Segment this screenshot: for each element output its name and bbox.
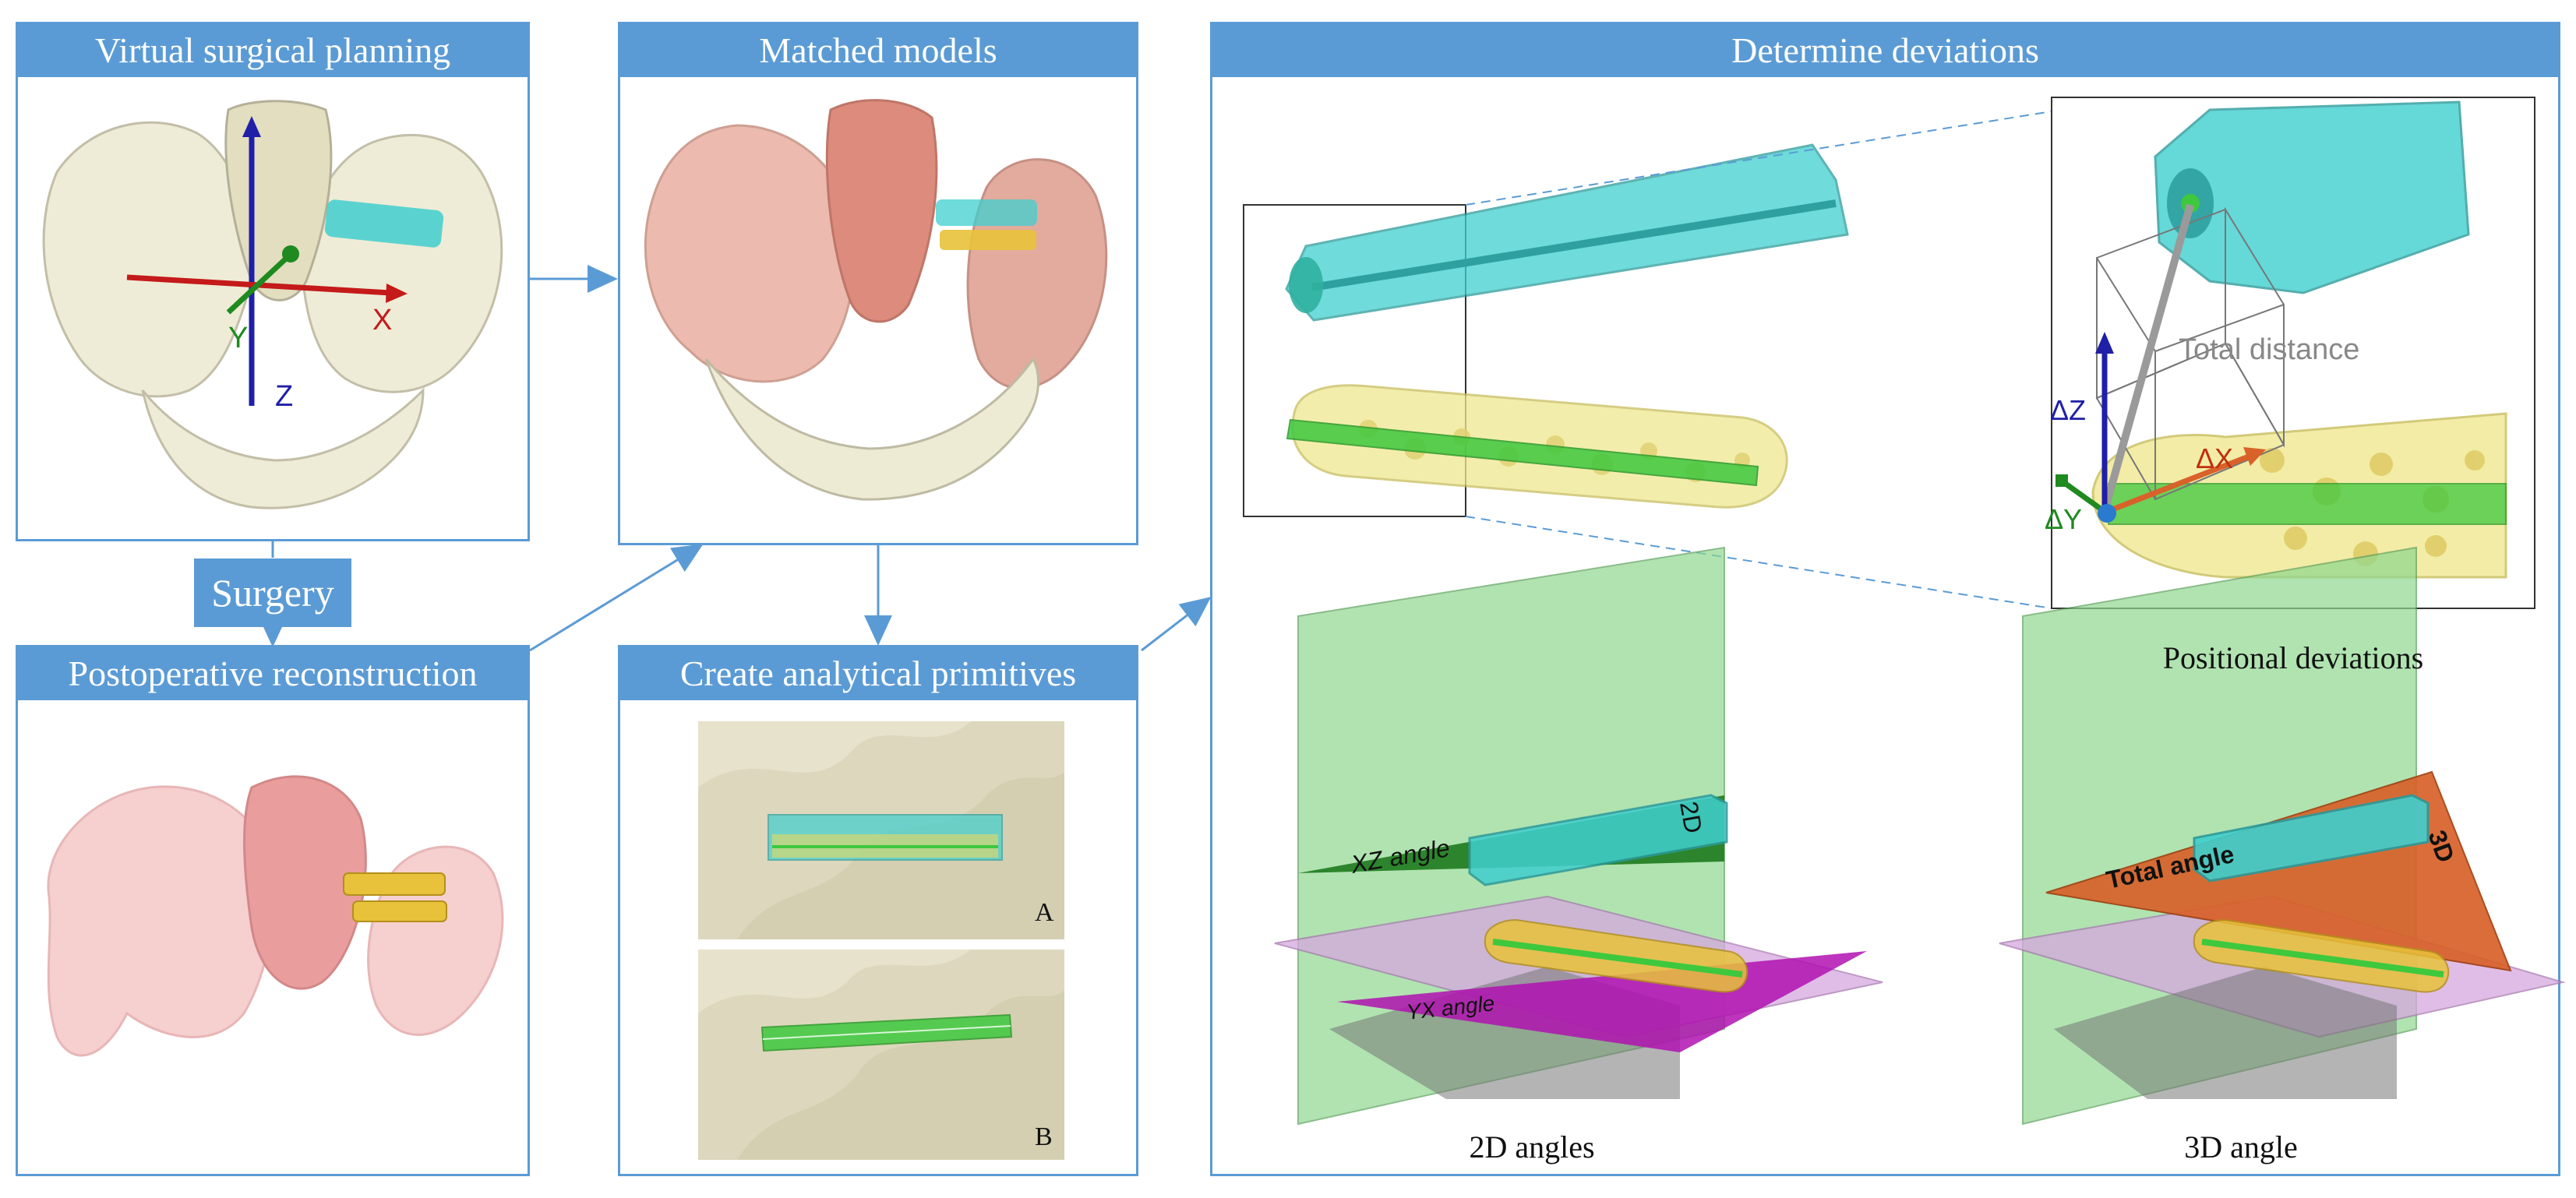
panel-title: Create analytical primitives: [620, 647, 1136, 700]
arrow-postop-to-matched: [529, 544, 704, 652]
total-distance-label: Total distance: [2179, 333, 2359, 366]
deviations-illustration: Total distance ΔZ ΔX ΔY XZ angle 2D YX a…: [1243, 97, 2566, 1126]
delta-x-label: ΔX: [2196, 442, 2233, 474]
delta-x-arrowhead: [2243, 447, 2266, 466]
axis-y-label: Y: [228, 322, 248, 354]
delta-x-line: [2107, 453, 2250, 514]
overview-planned-end: [1289, 257, 1323, 313]
matched-sacrum: [825, 99, 938, 323]
primitive-b-axis: [762, 1025, 1011, 1040]
panel-title: Determine deviations: [1212, 24, 2558, 77]
overview-planned-axis: [1311, 199, 1837, 291]
delta-z-arrowhead: [2095, 332, 2114, 354]
panel-virtual-surgical-planning: Virtual surgical planning X Y Z: [16, 22, 530, 541]
delta-z-label: ΔZ: [2050, 394, 2086, 426]
zoom-source-box: [1243, 204, 1466, 517]
axis-z-label: Z: [275, 380, 293, 413]
caption-2d-angles: 2D angles: [1469, 1129, 1595, 1165]
axis-x-arrowhead: [386, 284, 408, 303]
postop-pelvis-left: [47, 785, 275, 1057]
matched-pelvis-right: [966, 158, 1108, 389]
axis-y-tip: [282, 245, 299, 263]
overview-actual-axis: [1286, 418, 1759, 487]
panel-title: Postoperative reconstruction: [18, 647, 528, 700]
3d-planned-implant: [2193, 794, 2430, 883]
3d-actual-axis: [2201, 939, 2444, 978]
pelvis-matched-illustration: [644, 99, 1108, 501]
primitives-illustration: [698, 721, 1064, 1160]
matched-pelvis-left: [644, 124, 856, 383]
matched-pelvis-lower: [704, 357, 1040, 501]
pelvis-planning-illustration: X Y Z: [42, 100, 503, 509]
axis-x-label: X: [372, 304, 392, 336]
panel-determine-deviations: Determine deviations: [1210, 22, 2566, 1176]
postop-implant-upper: [343, 872, 446, 896]
2d-planned-implant: [1468, 794, 1728, 886]
planned-implant: [324, 199, 444, 248]
total-distance-line: [2101, 203, 2194, 513]
inset-planned-implant: [2154, 100, 2470, 294]
panel-title: Virtual surgical planning: [18, 24, 528, 77]
panel-matched-models: Matched models: [618, 22, 1138, 545]
matched-actual-implant: [940, 230, 1036, 250]
panel-postoperative-reconstruction: Postoperative reconstruction: [16, 645, 530, 1176]
postop-sacrum: [243, 775, 367, 990]
axis-y-line: [226, 255, 289, 315]
pelvis-right-wing: [301, 133, 503, 393]
panel-create-analytical-primitives: Create analytical primitives A B: [618, 645, 1138, 1176]
delta-y-tip: [2056, 474, 2068, 487]
sub-label-a: A: [1035, 898, 1054, 927]
inset-actual-center: [2098, 504, 2116, 523]
surgery-badge: Surgery: [194, 558, 351, 627]
zoom-leader-bottom: [1465, 516, 2052, 609]
matched-planned-implant: [936, 199, 1037, 226]
caption-3d-angle: 3D angle: [2184, 1129, 2298, 1165]
pelvis-postop-illustration: [47, 775, 504, 1057]
pelvis-left-wing: [42, 121, 255, 398]
2d-label: 2D: [1674, 799, 1708, 836]
2d-actual-axis: [1492, 939, 1743, 978]
axis-z-arrowhead: [242, 116, 261, 137]
pelvis-lower-ring: [141, 387, 425, 509]
delta-y-label: ΔY: [2045, 503, 2082, 535]
plane-3d-shadow: [2054, 967, 2397, 1099]
sub-label-b: B: [1035, 1122, 1053, 1151]
zoom-leader-top: [1465, 111, 2052, 206]
caption-positional-deviations: Positional deviations: [2162, 640, 2424, 675]
overview-planned-implant: [1285, 143, 1849, 322]
arrow-primitives-to-deviations: [1141, 597, 1212, 652]
postop-implant-lower: [352, 900, 447, 922]
panel-title: Matched models: [620, 24, 1136, 77]
